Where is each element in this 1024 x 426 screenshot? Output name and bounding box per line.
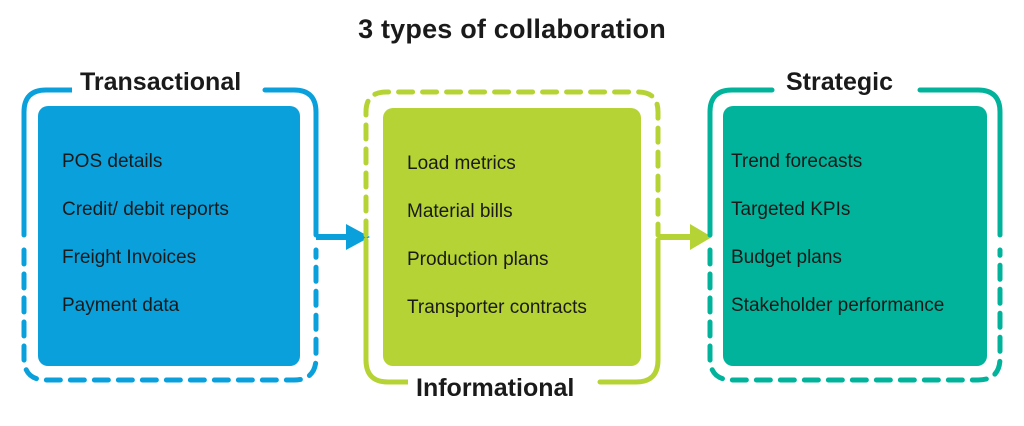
informational-panel: Load metrics Material bills Production p… (383, 108, 641, 366)
arrow-informational-to-strategic (658, 224, 712, 250)
strategic-label: Strategic (778, 66, 901, 98)
informational-label: Informational (408, 372, 583, 404)
list-item: Targeted KPIs (731, 199, 851, 220)
strategic-panel: Trend forecasts Targeted KPIs Budget pla… (723, 106, 987, 366)
list-item: Transporter contracts (407, 297, 587, 318)
list-item: POS details (62, 151, 163, 172)
list-item: Payment data (62, 295, 180, 316)
list-item: Production plans (407, 249, 549, 270)
list-item: Freight Invoices (62, 247, 197, 268)
list-item: Load metrics (407, 153, 516, 174)
list-item: Credit/ debit reports (62, 199, 229, 220)
list-item: Trend forecasts (731, 151, 863, 172)
arrow-transactional-to-informational (316, 224, 370, 250)
list-item: Budget plans (731, 247, 842, 268)
list-item: Stakeholder performance (731, 295, 945, 316)
diagram-title: 3 types of collaboration (358, 14, 666, 44)
strategic-frame (707, 87, 1003, 383)
transactional-panel: POS details Credit/ debit reports Freigh… (38, 106, 300, 366)
transactional-frame (21, 87, 319, 383)
informational-frame (363, 89, 661, 385)
transactional-label: Transactional (72, 66, 250, 98)
list-item: Material bills (407, 201, 513, 222)
